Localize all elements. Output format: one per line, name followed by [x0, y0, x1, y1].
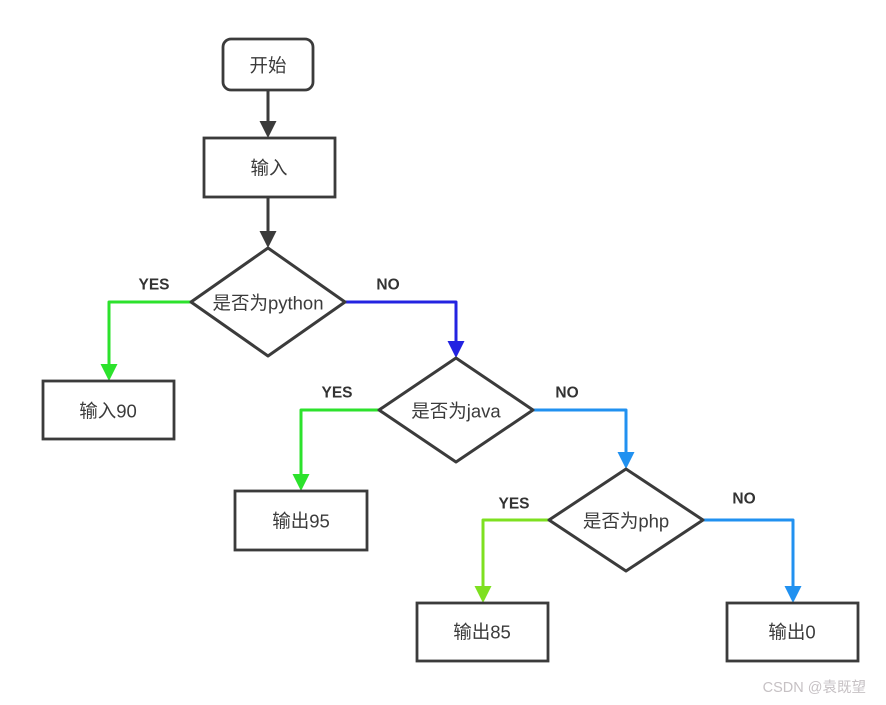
node-start: 开始 — [221, 37, 315, 92]
arrowhead-icon — [447, 341, 465, 358]
edge-start-to-input — [259, 90, 277, 138]
node-check-php: 是否为php — [547, 467, 705, 573]
output-95-label: 输出95 — [272, 511, 330, 532]
edge-check-php-no — [703, 518, 802, 603]
check-java-shape — [377, 356, 535, 464]
start-label: 开始 — [249, 55, 286, 76]
node-input-90: 输入90 — [41, 379, 176, 441]
edge-label-no-php: NO — [732, 491, 755, 508]
arrowhead-icon — [292, 474, 310, 491]
arrowhead-icon — [259, 231, 277, 248]
node-output-95: 输出95 — [233, 489, 369, 552]
edge-label-no-java: NO — [555, 385, 578, 402]
edge-check-java-no — [533, 408, 635, 469]
check-php-shape — [547, 467, 705, 573]
edge-line — [299, 408, 380, 480]
check-python-label: 是否为python — [212, 293, 323, 314]
edge-label-yes-php: YES — [498, 496, 529, 513]
node-check-java: 是否为java — [377, 356, 535, 464]
node-check-python: 是否为python — [189, 246, 347, 358]
node-output-0: 输出0 — [725, 601, 860, 663]
arrowhead-icon — [474, 586, 492, 603]
arrowhead-icon — [100, 364, 118, 381]
input-90-label: 输入90 — [79, 401, 137, 422]
watermark: CSDN @袁既望 — [763, 679, 866, 696]
output-0-label: 输出0 — [768, 622, 815, 643]
check-java-label: 是否为java — [411, 401, 501, 422]
output-0-shape — [725, 601, 860, 663]
edge-label-no-python: NO — [376, 277, 399, 294]
output-85-label: 输出85 — [453, 622, 511, 643]
node-input: 输入 — [202, 136, 337, 199]
edge-input-to-check-python — [259, 197, 277, 248]
input-label: 输入 — [250, 158, 287, 179]
edge-line — [107, 300, 192, 370]
output-95-shape — [233, 489, 369, 552]
edge-line — [703, 518, 795, 592]
check-python-shape — [189, 246, 347, 358]
edge-line — [533, 408, 628, 458]
start-shape — [221, 37, 315, 92]
output-85-shape — [415, 601, 550, 663]
edge-check-java-yes — [292, 408, 380, 491]
node-output-85: 输出85 — [415, 601, 550, 663]
edge-label-yes-python: YES — [138, 277, 169, 294]
input-90-shape — [41, 379, 176, 441]
edge-line — [345, 300, 458, 347]
arrowhead-icon — [617, 452, 635, 469]
input-shape — [202, 136, 337, 199]
arrowhead-icon — [259, 121, 277, 138]
edge-label-yes-java: YES — [321, 385, 352, 402]
edge-check-python-no — [345, 300, 465, 358]
edge-check-php-yes — [474, 518, 549, 603]
edge-line — [481, 518, 549, 592]
check-php-label: 是否为php — [583, 511, 669, 532]
arrowhead-icon — [784, 586, 802, 603]
edge-check-python-yes — [100, 300, 192, 381]
